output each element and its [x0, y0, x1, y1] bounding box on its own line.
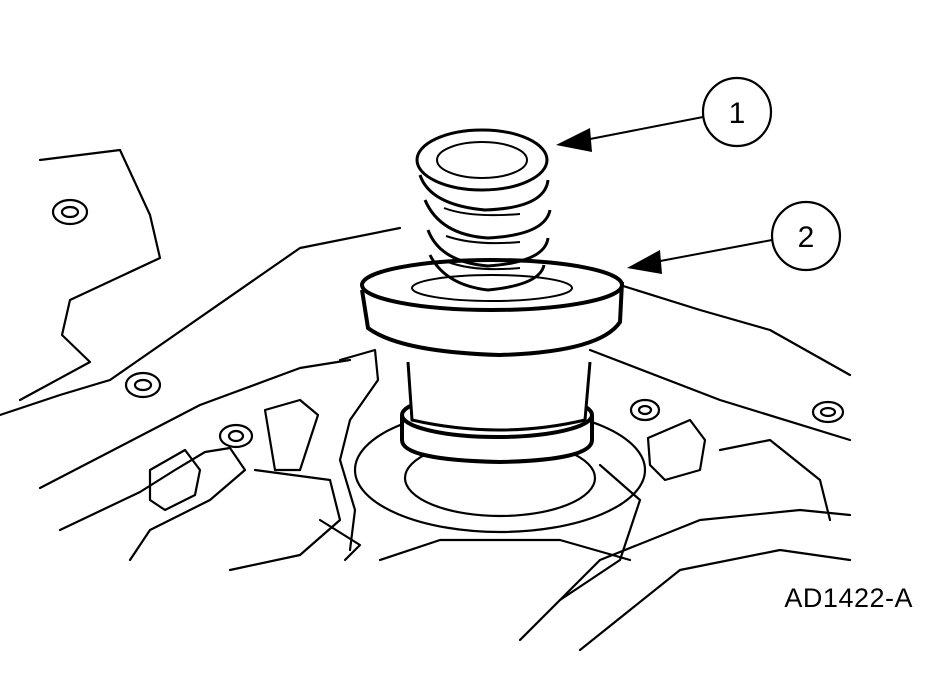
channel-right-3 [558, 463, 642, 602]
channel-left-2 [148, 448, 202, 512]
channel-left-6 [318, 518, 362, 562]
callout-1-number: 1 [729, 97, 746, 130]
valve-body-top-edge [618, 283, 852, 377]
callout-1: 1 [556, 76, 773, 152]
valve-body-lower-edge [38, 358, 352, 490]
spring-seat [360, 258, 624, 465]
channel-left-3 [263, 398, 320, 472]
callout-2-arrow [627, 250, 662, 274]
channel-right-4 [518, 508, 852, 642]
channel-left-1 [58, 446, 247, 562]
channel-left-4 [228, 468, 342, 572]
figure-id-label: AD1422-A [784, 583, 913, 613]
valve-body-ridge [0, 226, 402, 417]
channel-right-1 [646, 418, 707, 482]
channel-right-5 [578, 548, 852, 652]
callout-1-arrow [556, 128, 592, 152]
coil-spring [415, 128, 552, 292]
channel-left-5 [338, 348, 380, 552]
valve-body-outline [18, 148, 162, 402]
bolt-holes [51, 198, 845, 449]
callout-2-number: 2 [798, 221, 815, 254]
valve-body-right-edge [588, 348, 852, 442]
channel-right-2 [718, 438, 832, 522]
bore-floor [378, 538, 632, 562]
callout-2: 2 [627, 200, 842, 274]
